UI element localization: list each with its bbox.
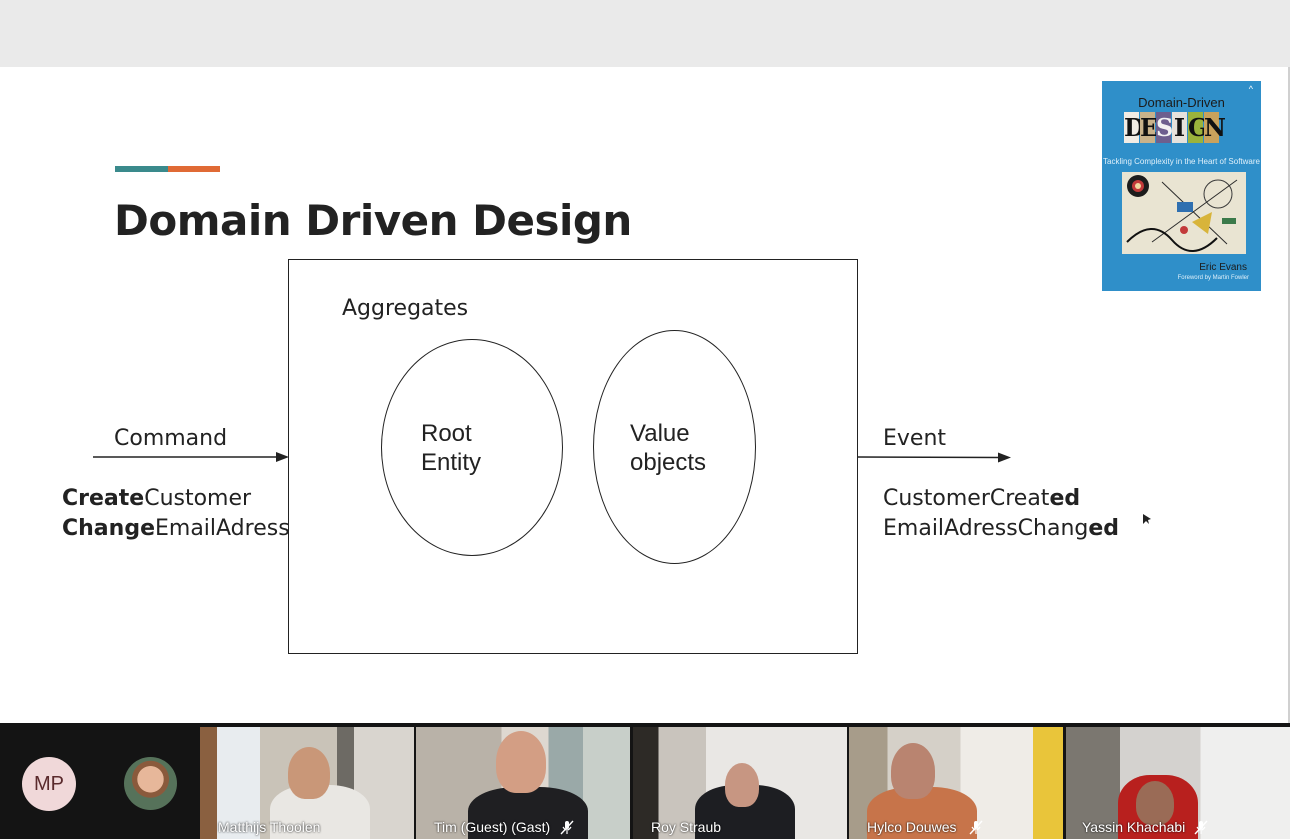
accent-bar-orange bbox=[168, 166, 220, 172]
book-title-letter: D bbox=[1124, 112, 1145, 143]
event-list: CustomerCreated EmailAdressChanged bbox=[883, 484, 1119, 544]
value-objects-label: Value objects bbox=[630, 419, 706, 477]
book-title-letter: I bbox=[1172, 112, 1187, 143]
book-subtitle: Tackling Complexity in the Heart of Soft… bbox=[1103, 157, 1260, 166]
book-cover-image: ^ Domain-Driven D E S I G N Tackling Com… bbox=[1102, 81, 1261, 291]
book-title-letter: E bbox=[1140, 112, 1159, 143]
command-item: CreateCustomer bbox=[62, 484, 290, 514]
participant-video bbox=[288, 747, 330, 799]
participant-tile[interactable]: Yassin Khachabi bbox=[1066, 727, 1290, 839]
window-top-bar bbox=[0, 0, 1290, 67]
value-objects-line2: objects bbox=[630, 449, 707, 476]
participant-name: Roy Straub bbox=[651, 819, 722, 835]
root-entity-line1: Root bbox=[421, 420, 472, 447]
book-title-top: Domain-Driven bbox=[1138, 95, 1225, 110]
participant-name: Matthijs Thoolen bbox=[218, 819, 321, 835]
command-label: Command bbox=[114, 426, 228, 451]
microphone-muted-icon bbox=[1194, 820, 1208, 835]
event-item: CustomerCreated bbox=[883, 484, 1119, 514]
event-label: Event bbox=[883, 426, 947, 451]
command-verb: Create bbox=[62, 486, 145, 511]
participant-tile[interactable]: Roy Straub bbox=[633, 727, 847, 839]
participant-name: Hylco Douwes bbox=[867, 819, 957, 835]
command-arrow bbox=[93, 452, 289, 462]
book-foreword: Foreword by Martin Fowler bbox=[1177, 275, 1249, 281]
book-title-big: D E S I G N bbox=[1124, 112, 1226, 144]
root-entity-line2: Entity bbox=[421, 449, 482, 476]
self-avatar[interactable]: MP bbox=[22, 757, 76, 811]
aggregates-label: Aggregates bbox=[342, 296, 469, 321]
event-stem: EmailAdressChang bbox=[883, 516, 1089, 541]
book-title-letter: S bbox=[1156, 112, 1174, 143]
aggregates-box bbox=[288, 259, 858, 654]
value-objects-line1: Value bbox=[630, 420, 690, 447]
participant-name: Yassin Khachabi bbox=[1082, 819, 1186, 835]
root-entity-label: Root Entity bbox=[421, 419, 481, 477]
accent-bar-teal bbox=[115, 166, 168, 172]
participant-tile[interactable]: Hylco Douwes bbox=[849, 727, 1063, 839]
book-author: Eric Evans bbox=[1199, 262, 1247, 273]
participant-video bbox=[1136, 781, 1174, 825]
participant-video bbox=[725, 763, 759, 807]
participant-tile[interactable]: Matthijs Thoolen bbox=[200, 727, 414, 839]
participant-strip: MP Matthijs Thoolen Tim (Guest) (Gast) R… bbox=[0, 723, 1290, 839]
event-stem: CustomerCreat bbox=[883, 486, 1050, 511]
command-noun: EmailAdress bbox=[154, 516, 290, 541]
microphone-muted-icon bbox=[969, 820, 983, 835]
participant-name: Tim (Guest) (Gast) bbox=[434, 819, 551, 835]
abstract-painting-icon bbox=[1126, 175, 1238, 252]
participant-tile[interactable]: Tim (Guest) (Gast) bbox=[416, 727, 630, 839]
event-arrow bbox=[857, 452, 1011, 463]
mouse-cursor-icon bbox=[1143, 514, 1151, 524]
slide-title: Domain Driven Design bbox=[114, 196, 632, 245]
book-title-letter: N bbox=[1204, 112, 1226, 143]
command-verb: Change bbox=[62, 516, 155, 541]
participant-video bbox=[891, 743, 935, 799]
participant-avatar[interactable] bbox=[124, 757, 177, 810]
book-cover-artwork bbox=[1122, 172, 1246, 254]
microphone-muted-icon bbox=[560, 820, 574, 835]
root-entity-ellipse bbox=[381, 339, 563, 556]
book-title-letter: G bbox=[1188, 112, 1209, 143]
value-objects-ellipse bbox=[593, 330, 756, 564]
event-item: EmailAdressChanged bbox=[883, 514, 1119, 544]
command-list: CreateCustomer ChangeEmailAdress bbox=[62, 484, 290, 544]
caret-up-icon: ^ bbox=[1248, 84, 1253, 94]
event-suffix: ed bbox=[1088, 516, 1120, 541]
participant-video bbox=[496, 731, 546, 793]
event-suffix: ed bbox=[1049, 486, 1081, 511]
command-noun: Customer bbox=[144, 486, 252, 511]
command-item: ChangeEmailAdress bbox=[62, 514, 290, 544]
